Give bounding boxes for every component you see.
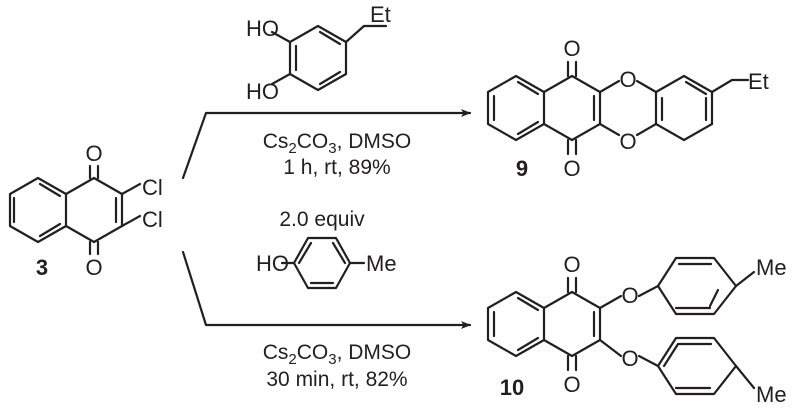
compound-number-10: 10: [500, 375, 524, 400]
reactant-3-bonds: [8, 164, 142, 256]
reagent-bottom-equivalents: 2.0 equiv: [279, 208, 365, 231]
conditions-bottom-time-yield: 30 min, rt, 82%: [266, 368, 407, 391]
conditions-top: Cs2CO3, DMSO 1 h, rt, 89%: [263, 130, 412, 179]
reactant-3-chlorine-top: Cl: [142, 175, 163, 200]
arrow-to-product-10: [181, 250, 472, 329]
reagent-top-hydroxyl-upper: HO: [246, 16, 279, 41]
product-10-oxygen-bottom: O: [563, 372, 580, 397]
product-9-oxygen-bottom: O: [563, 156, 580, 181]
product-10-oxygen-top: O: [563, 252, 580, 277]
reagent-top-hydroxyl-lower: HO: [246, 79, 279, 104]
compound-number-3: 3: [36, 255, 48, 280]
reagent-ethylcatechol: HO HO Et: [246, 2, 391, 104]
conditions-top-base-solvent: Cs2CO3, DMSO: [263, 130, 412, 157]
reactant-3-chlorine-bottom: Cl: [142, 207, 163, 232]
compound-number-9: 9: [516, 156, 528, 181]
product-10-methyl-top: Me: [756, 255, 787, 280]
arrow-to-product-9: [181, 109, 472, 180]
reactant-3-oxygen-bottom: O: [85, 255, 102, 280]
reagent-top-ethyl: Et: [370, 2, 391, 27]
conditions-bottom-base-solvent: Cs2CO3, DMSO: [263, 341, 412, 368]
product-9-ring-oxygen-bottom: O: [619, 129, 636, 154]
product-10-methyl-bottom: Me: [756, 382, 787, 407]
reactant-3-structure: O O Cl Cl 3: [8, 141, 163, 280]
conditions-top-time-yield: 1 h, rt, 89%: [283, 156, 390, 179]
product-9-ethyl: Et: [748, 69, 769, 94]
product-9-structure: O O O O Et 9: [486, 36, 769, 181]
product-10-structure: O O O O Me Me 10: [486, 252, 787, 407]
conditions-bottom: Cs2CO3, DMSO 30 min, rt, 82%: [263, 341, 412, 391]
reagent-bottom-hydroxyl: HO: [256, 251, 289, 276]
reaction-arrows: [181, 109, 472, 329]
reagent-cresol: 2.0 equiv HO Me: [256, 208, 397, 290]
product-9-oxygen-top: O: [563, 36, 580, 61]
product-10-ether-oxygen-bottom: O: [621, 346, 638, 371]
reagent-bottom-methyl: Me: [366, 251, 397, 276]
product-9-ring-oxygen-top: O: [619, 67, 636, 92]
product-10-ether-oxygen-top: O: [621, 283, 638, 308]
reactant-3-oxygen-top: O: [85, 141, 102, 166]
